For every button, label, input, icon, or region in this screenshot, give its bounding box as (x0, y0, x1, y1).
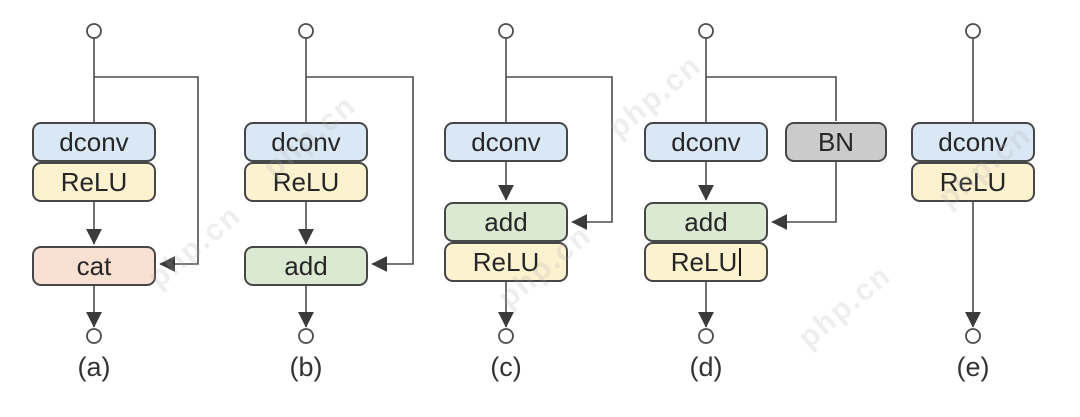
add-box-d: add (644, 202, 768, 242)
diagram-label-c: (c) (490, 352, 522, 382)
add-box-c: add (444, 202, 568, 242)
skip-connection-b (306, 76, 414, 272)
input-port-e (965, 23, 981, 39)
diagram-label-a: (a) (77, 352, 111, 382)
input-port-d (698, 23, 714, 39)
bn-to-add-arrow-d (771, 162, 837, 230)
dconv-box-c: dconv (444, 122, 568, 162)
relu-label-d: ReLU (670, 247, 738, 277)
output-port-a (86, 328, 102, 344)
diagram-label-b: (b) (289, 352, 323, 382)
diagram-label-d: (d) (689, 352, 723, 382)
output-port-b (298, 328, 314, 344)
relu-box-c: ReLU (444, 242, 568, 282)
relu-box-e: ReLU (911, 162, 1035, 202)
skip-to-bn-wire-d (706, 76, 837, 121)
output-port-e (965, 328, 981, 344)
dconv-box-b: dconv (244, 122, 368, 162)
cat-box-a: cat (32, 246, 156, 286)
relu-box-a: ReLU (32, 162, 156, 202)
output-port-d (698, 328, 714, 344)
skip-connection-a (94, 76, 199, 272)
add-box-b: add (244, 246, 368, 286)
input-port-b (298, 23, 314, 39)
text-cursor (739, 248, 742, 276)
dconv-box-a: dconv (32, 122, 156, 162)
input-port-a (86, 23, 102, 39)
relu-box-d: ReLU (644, 242, 768, 282)
dconv-box-e: dconv (911, 122, 1035, 162)
output-port-c (498, 328, 514, 344)
bn-box-d: BN (785, 122, 887, 162)
input-port-c (498, 23, 514, 39)
diagram-label-e: (e) (956, 352, 990, 382)
relu-box-b: ReLU (244, 162, 368, 202)
dconv-box-d: dconv (644, 122, 768, 162)
skip-connection-c (506, 76, 613, 230)
